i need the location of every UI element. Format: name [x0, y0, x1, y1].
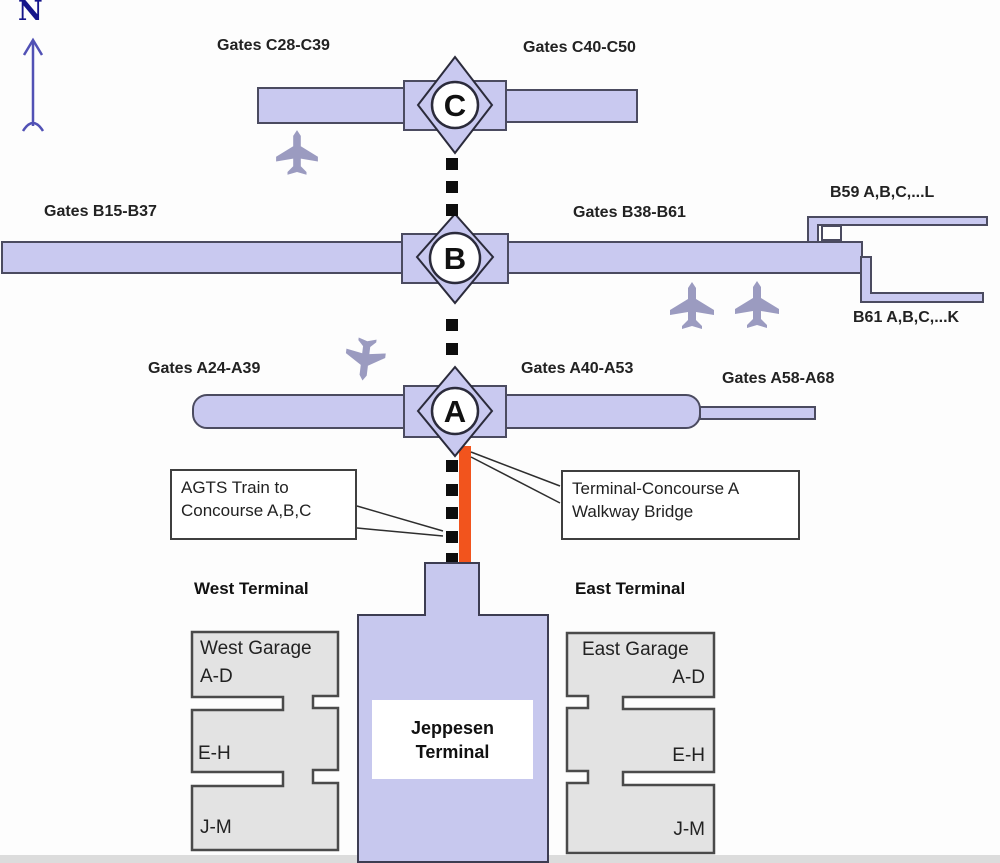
walkway-bridge-callout-line2: Walkway Bridge: [572, 502, 694, 521]
west-garage-title: West Garage: [200, 638, 312, 659]
agts-train-callout-line2: Concourse A,B,C: [181, 501, 312, 520]
gates-b38-b61-label: Gates B38-B61: [573, 204, 686, 221]
airplane-icon: [670, 282, 714, 329]
north-label: N: [18, 0, 43, 27]
west-terminal-heading: West Terminal: [194, 579, 309, 598]
agts-pointer-line: [356, 527, 444, 537]
airplane-icon: [345, 337, 386, 381]
walkway-pointer-line: [470, 456, 561, 504]
jeppesen-terminal-line1: Jeppesen: [410, 717, 495, 738]
concourse-b-b59-block: [821, 225, 842, 241]
train-dot: [446, 319, 458, 331]
train-dot: [446, 484, 458, 496]
concourse-b-b61-pier: [860, 256, 984, 303]
gates-a40-a53-label: Gates A40-A53: [521, 360, 634, 377]
train-dot: [446, 343, 458, 355]
b61-gates-label: B61 A,B,C,...K: [853, 309, 960, 326]
east-terminal-heading: East Terminal: [575, 579, 686, 598]
concourse-a-finger: [699, 406, 816, 420]
jeppesen-terminal-line2: Terminal: [415, 741, 490, 762]
b59-gates-label: B59 A,B,C,...L: [830, 184, 935, 201]
train-dot: [446, 531, 458, 543]
concourse-c-letter: C: [444, 88, 466, 123]
east-garage-level-jm: J-M: [673, 819, 705, 840]
concourse-b: [1, 212, 988, 305]
train-dot: [446, 181, 458, 193]
agts-train-line: [446, 158, 458, 565]
concourse-b-b59-pier: [807, 216, 988, 243]
walkway-bridge-callout: Terminal-Concourse A Walkway Bridge: [561, 470, 800, 540]
west-garage-level-ad: A-D: [200, 666, 233, 687]
train-dot: [446, 204, 458, 216]
concourse-a-circle: [430, 386, 480, 436]
gates-b15-b37-label: Gates B15-B37: [44, 203, 157, 220]
west-garage-shape: [190, 630, 340, 852]
agts-train-callout: AGTS Train to Concourse A,B,C: [170, 469, 357, 540]
train-dot: [446, 158, 458, 170]
concourse-b-letter: B: [444, 241, 466, 276]
east-garage-level-ad: A-D: [672, 667, 705, 688]
east-garage-level-eh: E-H: [672, 745, 705, 766]
walkway-bridge-callout-line1: Terminal-Concourse A: [572, 479, 740, 498]
gates-a24-a39-label: Gates A24-A39: [148, 360, 261, 377]
walkway-bridge-bar: [459, 446, 471, 563]
north-arrow-icon: [21, 37, 45, 132]
gates-c40-c50-label: Gates C40-C50: [523, 39, 636, 56]
gates-c28-c39-label: Gates C28-C39: [217, 37, 330, 54]
agts-pointer-line: [356, 505, 444, 532]
concourse-a-letter: A: [444, 394, 466, 429]
airplane-icon: [735, 281, 779, 328]
train-dot: [446, 460, 458, 472]
gates-a58-a68-label: Gates A58-A68: [722, 370, 835, 387]
concourse-c-bar-left: [257, 87, 411, 124]
jeppesen-terminal-label: Jeppesen Terminal: [372, 700, 533, 779]
east-garage-shape: [565, 631, 716, 855]
walkway-pointer-line: [470, 451, 561, 487]
concourse-c-bar-right: [499, 89, 638, 123]
west-garage-level-eh: E-H: [198, 743, 231, 764]
agts-train-callout-line1: AGTS Train to: [181, 478, 289, 497]
west-garage-level-jm: J-M: [200, 817, 232, 838]
train-dot: [446, 507, 458, 519]
east-garage-title: East Garage: [582, 639, 689, 660]
airplane-icon: [276, 130, 318, 175]
concourse-a: [192, 385, 816, 438]
concourse-b-circle: [428, 231, 482, 285]
concourse-c-circle: [430, 80, 480, 130]
